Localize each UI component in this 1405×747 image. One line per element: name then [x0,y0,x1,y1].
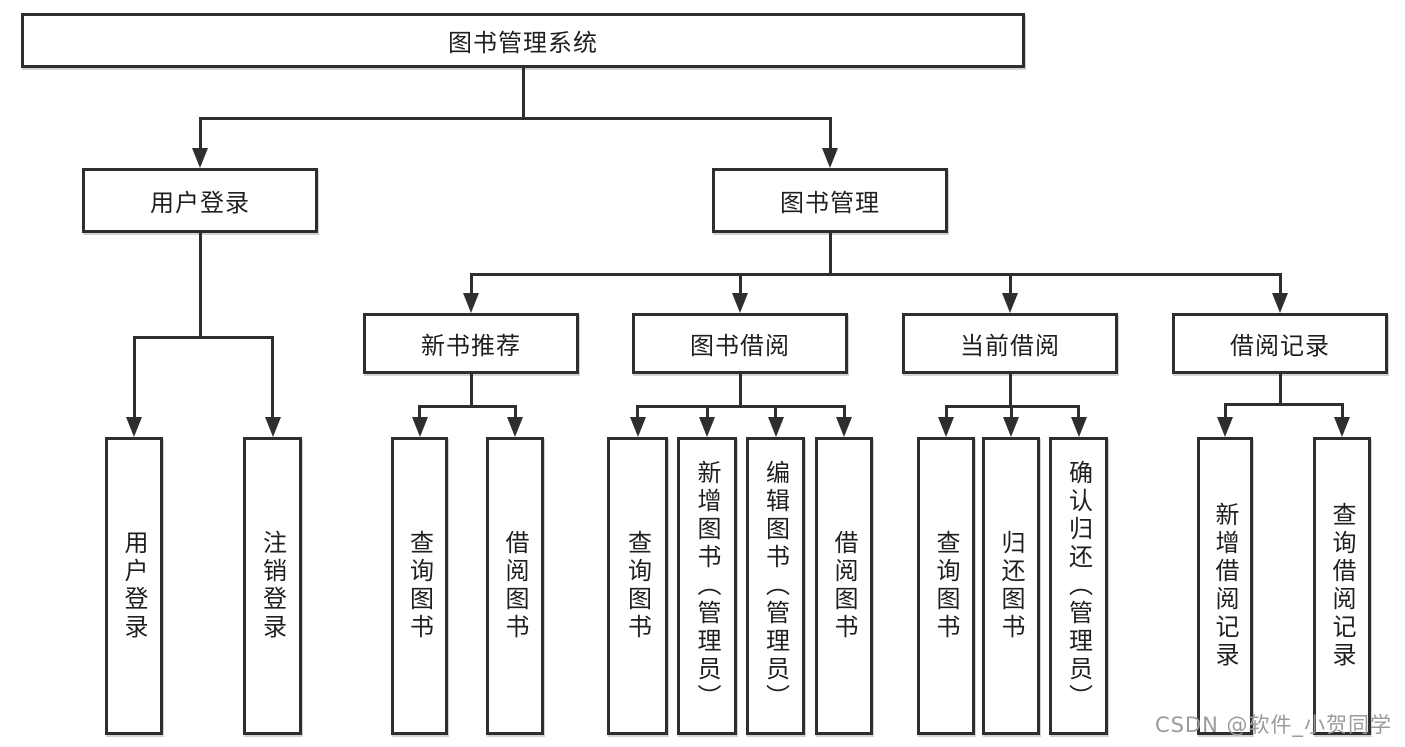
arrowhead [507,417,523,437]
node-nbr-query: 查询图书 [391,437,448,735]
arrowhead [1272,293,1288,313]
connector-segment [469,273,1282,276]
node-current-borrow: 当前借阅 [902,313,1118,374]
connector-segment [1278,374,1282,406]
connector-segment [636,405,639,417]
arrowhead [767,417,784,437]
node-label: 借阅记录 [1230,332,1330,360]
node-label: 归还图书 [997,530,1025,642]
arrowhead [1002,293,1018,313]
connector-segment [1008,374,1012,408]
connector-segment [944,405,948,417]
arrowhead [732,293,748,313]
node-book-borrow: 图书借阅 [632,313,848,374]
arrowhead [1217,417,1233,437]
node-cb-confirm: 确认归还（管理员） [1049,437,1108,735]
node-borrow-record: 借阅记录 [1172,313,1388,374]
node-label: 确认归还（管理员） [1064,460,1093,712]
arrowhead [1003,417,1019,437]
connector-segment [418,405,421,417]
connector-segment [1278,273,1282,293]
connector-segment [1077,405,1080,417]
connector-segment [513,405,517,417]
node-label: 借阅图书 [501,530,529,642]
node-bb-query: 查询图书 [607,437,668,735]
arrowhead [629,417,646,437]
connector-segment [469,273,473,293]
connector-segment [828,233,832,276]
arrowhead [192,148,208,168]
connector-segment [198,117,832,120]
watermark: CSDN @软件_小贺同学 [1154,713,1392,737]
node-cb-return: 归还图书 [982,437,1040,735]
node-br-add: 新增借阅记录 [1197,437,1253,735]
node-user-login: 用户登录 [82,168,318,233]
node-label: 新书推荐 [421,332,521,360]
node-ul-login: 用户登录 [105,437,163,735]
node-book-mgmt: 图书管理 [712,168,948,233]
connector-segment [738,273,742,293]
connector-segment [774,405,777,417]
arrowhead [411,417,428,437]
connector-segment [828,117,832,148]
node-bb-edit: 编辑图书（管理员） [746,437,805,735]
arrowhead [1070,417,1087,437]
connector-segment [271,336,274,417]
node-label: 编辑图书（管理员） [761,460,790,712]
connector-segment [842,405,846,417]
node-root: 图书管理系统 [21,13,1025,68]
connector-segment [1223,403,1344,406]
arrowhead [264,417,281,437]
node-label: 查询图书 [405,530,434,642]
connector-segment [705,405,709,417]
connector-segment [1009,405,1013,417]
node-label: 查询图书 [623,530,652,642]
connector-segment [738,374,742,408]
arrowhead [938,417,954,437]
connector-segment [418,405,517,408]
node-label: 借阅图书 [830,530,858,642]
node-label: 当前借阅 [960,332,1060,360]
node-label: 用户登录 [150,189,250,217]
node-cb-query: 查询图书 [917,437,975,735]
node-label: 注销登录 [258,530,287,642]
node-label: 新增图书（管理员） [693,460,721,712]
node-bb-add: 新增图书（管理员） [677,437,737,735]
arrowhead [699,417,715,437]
node-label: 查询图书 [932,530,960,642]
node-ul-logout: 注销登录 [243,437,302,735]
arrowhead [463,293,479,313]
node-label: 查询借阅记录 [1328,502,1356,670]
arrowhead [836,417,852,437]
arrowhead [126,417,142,437]
connector-segment [1340,403,1344,417]
node-label: 图书借阅 [690,332,790,360]
connector-segment [1008,273,1012,293]
connector-segment [1223,403,1227,417]
node-label: 新增借阅记录 [1211,502,1239,670]
connector-segment [636,405,846,408]
connector-segment [521,68,525,120]
arrowhead [1334,417,1350,437]
connector-segment [198,233,202,339]
node-new-book-rec: 新书推荐 [363,313,579,374]
node-bb-borrow: 借阅图书 [815,437,873,735]
connector-segment [132,336,274,339]
connector-segment [132,336,136,417]
node-br-query: 查询借阅记录 [1313,437,1371,735]
arrowhead [822,148,838,168]
node-label: 图书管理系统 [448,29,598,57]
node-label: 用户登录 [120,530,148,642]
connector-segment [469,374,473,408]
connector-segment [198,117,202,148]
node-nbr-borrow: 借阅图书 [486,437,544,735]
node-label: 图书管理 [780,189,880,217]
